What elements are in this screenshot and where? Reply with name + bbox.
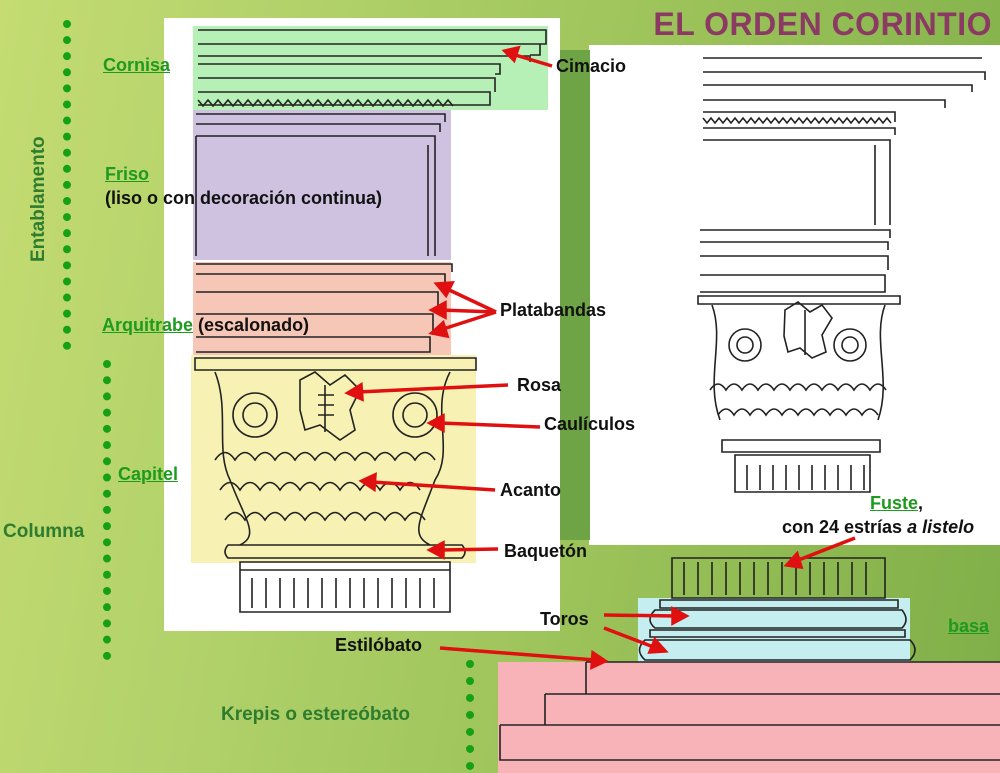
krepis-label: Krepis o estereóbato (221, 704, 410, 725)
fuste-bottom-right (671, 557, 886, 599)
arquitrabe-zone (193, 262, 451, 355)
platabandas-label: Platabandas (500, 300, 607, 320)
rosa-label: Rosa (517, 375, 562, 395)
abaco (194, 357, 477, 371)
volute-right (392, 392, 438, 438)
arquitrabe-row: Arquitrabe (escalonado) (102, 315, 309, 336)
right-architrave (700, 229, 891, 293)
cimacio-label: Cimacio (556, 56, 627, 76)
capitel-link[interactable]: Capitel (118, 464, 179, 484)
capitel-outline (214, 371, 451, 546)
fuste-comma: , (918, 493, 924, 513)
arquitrabe-link[interactable]: Arquitrabe (102, 315, 194, 335)
columna-label: Columna (3, 521, 85, 542)
cornisa-lines (198, 29, 547, 106)
krepis-steps (499, 661, 1000, 761)
right-entablature (703, 57, 986, 225)
friso-lines (195, 113, 446, 256)
fuste-top-left (239, 561, 451, 613)
friso-zone (193, 110, 451, 260)
toro-inferior (638, 639, 916, 661)
estilobato-label: Estilóbato (335, 635, 423, 655)
acanto-label: Acanto (500, 480, 562, 500)
columna-bracket (103, 360, 119, 660)
rosa-flower (299, 371, 361, 441)
cornisa-link[interactable]: Cornisa (103, 55, 171, 75)
friso-link[interactable]: Friso (105, 164, 150, 184)
annotation-arrows (344, 45, 856, 670)
baqueton-ring (224, 544, 466, 559)
fuste-link[interactable]: Fuste (870, 493, 919, 513)
krepis-panel-bg (560, 50, 590, 540)
volute-left (232, 392, 278, 438)
entablamento-bracket (63, 20, 79, 350)
arquitrabe-lines (196, 263, 453, 353)
fuste-note: con 24 estrías a listelo (782, 517, 974, 538)
dentil-frieze (197, 98, 454, 108)
right-capitel-outline (711, 304, 886, 421)
friso-note: (liso o con decoración continua) (105, 188, 383, 208)
basa-link[interactable]: basa (948, 616, 990, 636)
krepis-zone (498, 662, 1000, 773)
entablamento-label: Entablamento (28, 136, 49, 262)
fuste-note-italic: a listelo (907, 517, 975, 537)
toros-label: Toros (540, 609, 589, 629)
fuste-row: Fuste, (870, 493, 923, 514)
fuste-note-text: con 24 estrías (782, 517, 908, 537)
page-title: EL ORDEN CORINTIO (653, 6, 992, 42)
arquitrabe-note: (escalonado) (198, 315, 310, 335)
acanto-leaves (214, 451, 436, 522)
toro-superior (649, 609, 907, 629)
krepis-bracket (466, 660, 482, 770)
caulículos-label: Caulículos (544, 414, 636, 434)
cornisa-zone (193, 26, 548, 110)
baqueton-label: Baquetón (504, 541, 587, 561)
